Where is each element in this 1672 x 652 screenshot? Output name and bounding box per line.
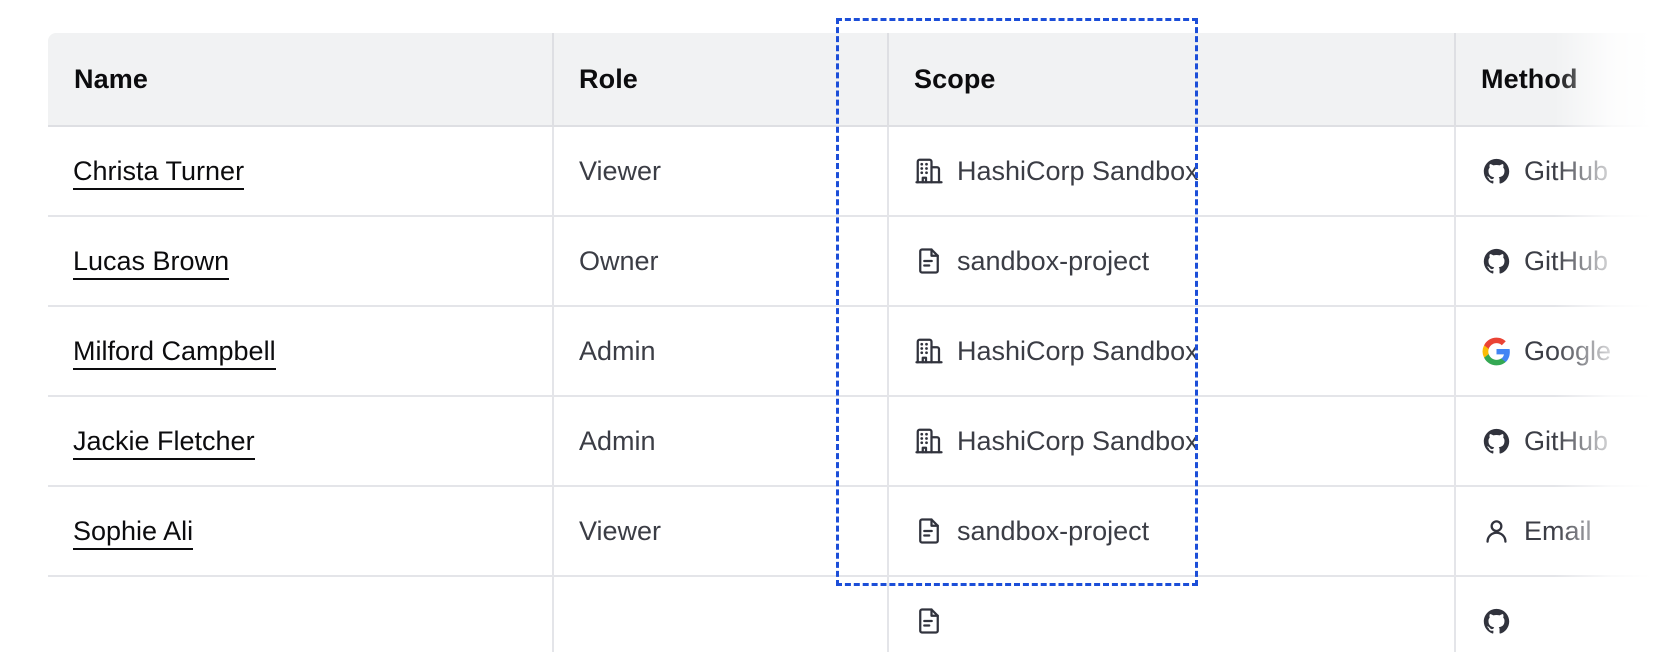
cell-method (1455, 576, 1672, 652)
member-name-link[interactable]: Christa Turner (73, 155, 245, 190)
table-header: Name Role Scope Method (48, 33, 1672, 127)
column-header-method[interactable]: Method (1455, 33, 1672, 127)
table-row: Sophie Ali Viewer sa (48, 486, 1672, 577)
table-row: Lucas Brown Owner sa (48, 216, 1672, 307)
column-header-role[interactable]: Role (553, 33, 889, 127)
member-name-link[interactable]: Sophie Ali (73, 515, 194, 550)
method-label: Email (1524, 515, 1592, 546)
cell-role: Admin (553, 396, 889, 487)
member-name-link[interactable]: Jackie Fletcher (73, 425, 255, 460)
member-name-link[interactable]: Lucas Brown (73, 245, 230, 280)
table-row (48, 576, 1672, 652)
members-table: Name Role Scope Method Christa Turner Vi… (48, 33, 1672, 652)
cell-name: Milford Campbell (48, 306, 554, 397)
document-icon (914, 516, 944, 546)
table-row: Christa Turner Viewer (48, 126, 1672, 217)
cell-method: Email (1455, 486, 1672, 577)
members-table-scroll-container[interactable]: Name Role Scope Method Christa Turner Vi… (48, 33, 1672, 652)
scope-label: HashiCorp Sandbox (957, 425, 1199, 456)
method-label: GitHub (1524, 245, 1609, 276)
google-icon (1481, 336, 1511, 366)
organization-icon (914, 426, 944, 456)
cell-role: Viewer (553, 126, 889, 217)
scope-label: HashiCorp Sandbox (957, 155, 1199, 186)
cell-method: GitHub (1455, 396, 1672, 487)
cell-scope: sandbox-project (888, 486, 1456, 577)
cell-method: GitHub (1455, 216, 1672, 307)
column-header-name[interactable]: Name (48, 33, 554, 127)
scope-label: HashiCorp Sandbox (957, 335, 1199, 366)
table-row: Milford Campbell Admin (48, 306, 1672, 397)
cell-scope: sandbox-project (888, 216, 1456, 307)
method-label: Google (1524, 335, 1612, 366)
cell-scope: HashiCorp Sandbox (888, 396, 1456, 487)
method-label: GitHub (1524, 425, 1609, 456)
github-icon (1481, 606, 1511, 636)
cell-role: Admin (553, 306, 889, 397)
github-icon (1481, 426, 1511, 456)
cell-role: Viewer (553, 486, 889, 577)
github-icon (1481, 246, 1511, 276)
organization-icon (914, 336, 944, 366)
cell-method: Google (1455, 306, 1672, 397)
cell-name: Christa Turner (48, 126, 554, 217)
cell-method: GitHub (1455, 126, 1672, 217)
table-row: Jackie Fletcher Admin (48, 396, 1672, 487)
document-icon (914, 246, 944, 276)
column-header-scope[interactable]: Scope (888, 33, 1456, 127)
cell-name: Sophie Ali (48, 486, 554, 577)
scope-label: sandbox-project (957, 245, 1150, 276)
cell-scope: HashiCorp Sandbox (888, 306, 1456, 397)
cell-name (48, 576, 554, 652)
table-body: Christa Turner Viewer (48, 126, 1672, 652)
user-icon (1481, 516, 1511, 546)
organization-icon (914, 156, 944, 186)
cell-name: Jackie Fletcher (48, 396, 554, 487)
document-icon (914, 606, 944, 636)
cell-scope: HashiCorp Sandbox (888, 126, 1456, 217)
method-label: GitHub (1524, 155, 1609, 186)
scope-label: sandbox-project (957, 515, 1150, 546)
member-name-link[interactable]: Milford Campbell (73, 335, 276, 370)
cell-role: Owner (553, 216, 889, 307)
cell-scope (888, 576, 1456, 652)
github-icon (1481, 156, 1511, 186)
table-header-row: Name Role Scope Method (48, 33, 1672, 127)
cell-role (553, 576, 889, 652)
cell-name: Lucas Brown (48, 216, 554, 307)
